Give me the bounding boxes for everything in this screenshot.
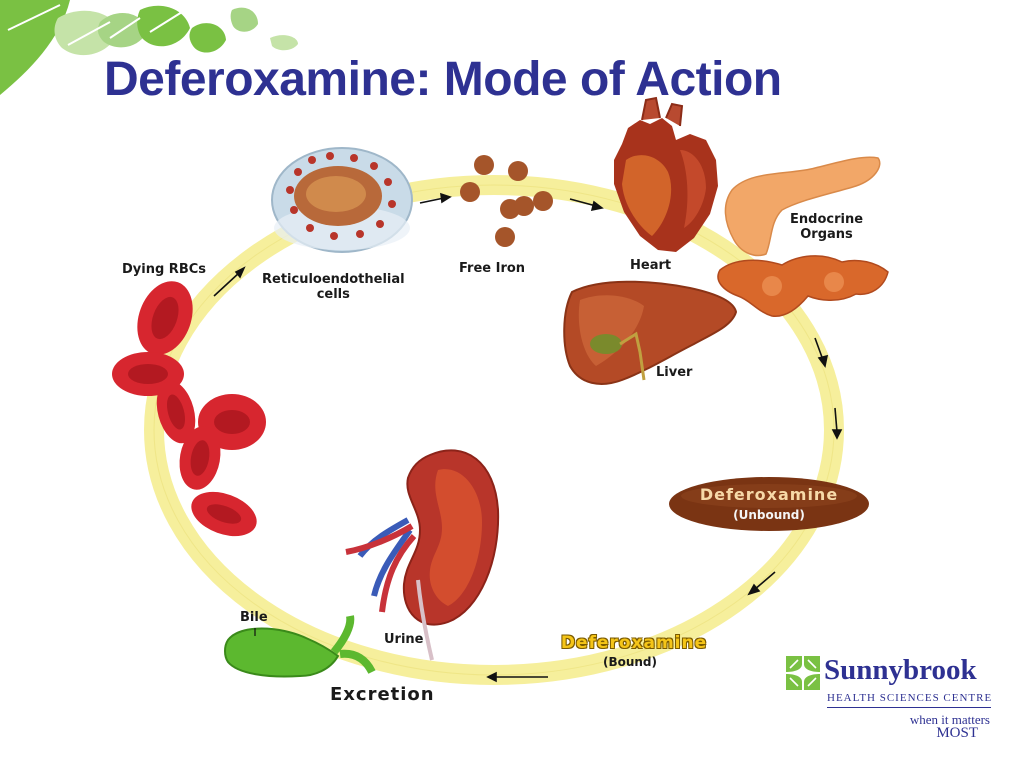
label-reticuloendothelial-cells: Reticuloendothelial cells (262, 272, 405, 302)
heart-illustration (614, 96, 718, 252)
label-endocrine-organs: Endocrine Organs (790, 212, 863, 242)
reticuloendothelial-cell-illustration (271, 147, 413, 253)
deferoxamine-unbound-state: (Unbound) (733, 508, 805, 522)
label-endocrine-line2: Organs (800, 227, 853, 242)
label-free-iron: Free Iron (459, 261, 526, 276)
logo-tagline-1: when it matters (909, 712, 990, 727)
label-excretion: Excretion (330, 684, 435, 705)
slide-title: Deferoxamine: Mode of Action (104, 53, 782, 106)
logo-tagline-2: MOST (936, 725, 978, 741)
dying-rbc-illustration (112, 281, 266, 537)
label-endocrine-line1: Endocrine (790, 212, 864, 227)
logo-name: Sunnybrook (824, 654, 977, 686)
leaf-decoration (0, 0, 298, 95)
logo-subtitle: HEALTH SCIENCES CENTRE (827, 692, 993, 704)
label-heart: Heart (630, 258, 672, 273)
label-re-line1: Reticuloendothelial (262, 272, 405, 287)
deferoxamine-bound-state: (Bound) (602, 655, 658, 669)
label-liver: Liver (656, 365, 693, 380)
bile-gallbladder-illustration (224, 615, 376, 678)
label-urine: Urine (384, 632, 424, 647)
kidney-illustration (345, 449, 500, 661)
sunnybrook-leaf-icon (786, 656, 820, 690)
liver-illustration (563, 280, 738, 385)
sunnybrook-logo: Sunnybrook HEALTH SCIENCES CENTRE when i… (784, 650, 992, 746)
label-bile: Bile (240, 610, 268, 625)
logo-divider (827, 707, 991, 708)
cycle-arrows (213, 192, 843, 683)
deferoxamine-bound-name: Deferoxamine (560, 633, 708, 653)
endocrine-organs-illustration (717, 156, 889, 317)
deferoxamine-unbound-name: Deferoxamine (699, 485, 839, 504)
free-iron-particles (460, 155, 553, 247)
label-dying-rbcs: Dying RBCs (122, 262, 207, 277)
label-re-line2: cells (316, 287, 350, 302)
